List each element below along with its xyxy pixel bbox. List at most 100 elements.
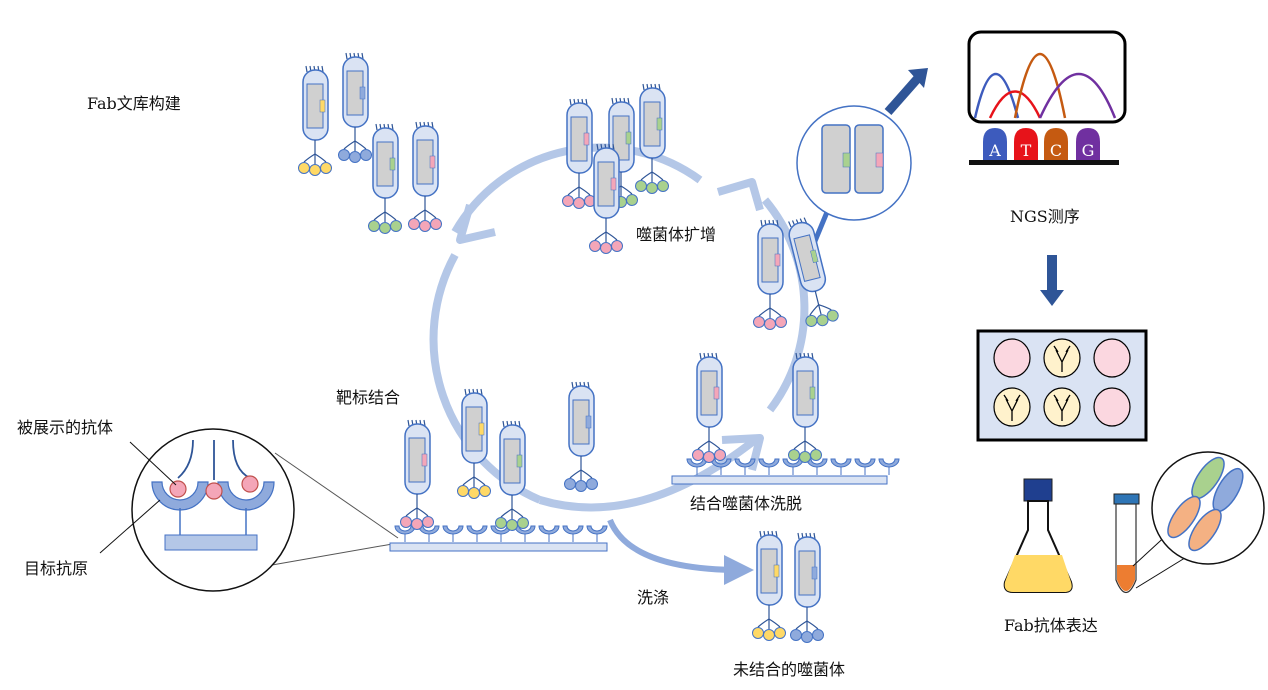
- antibody-fragment: [788, 449, 800, 461]
- phage: [298, 65, 332, 176]
- arrow-to-sequencing-head: [908, 68, 928, 88]
- antibody-fragment: [479, 485, 491, 497]
- antibody-fragment: [422, 516, 434, 528]
- antibody-fragment: [573, 197, 585, 209]
- well-empty: [1093, 338, 1131, 378]
- antibody-fragment: [506, 519, 518, 531]
- antibody-fragment: [400, 516, 412, 528]
- arrow-to-sequencing: [884, 75, 922, 115]
- surface-plate: [389, 542, 608, 552]
- phage: [495, 420, 529, 531]
- phage: [589, 143, 623, 254]
- fab-zoom-circle: [1151, 451, 1265, 565]
- label-target-antigen: 目标抗原: [24, 559, 88, 578]
- cycle-arc-right: [761, 197, 809, 413]
- well-plate: [976, 329, 1148, 442]
- base-letter-T: T: [1021, 141, 1032, 160]
- flask-liquid: [1004, 555, 1072, 592]
- base-badge-T: [1014, 128, 1038, 160]
- wash-arrow: [607, 518, 754, 585]
- antibody-fragment: [430, 218, 442, 230]
- tube-liquid: [1117, 565, 1135, 591]
- antibody-fragment: [408, 218, 420, 230]
- base-letter-G: G: [1082, 141, 1095, 160]
- phage: [457, 388, 491, 499]
- antibody-fragment: [635, 180, 647, 192]
- antibody-fragment: [753, 316, 765, 328]
- phage: [408, 121, 442, 232]
- antibody-fragment: [411, 518, 423, 530]
- sequencing-chromatogram: A T C G: [967, 30, 1127, 165]
- phage: [635, 83, 669, 194]
- antibody-fragment: [589, 240, 601, 252]
- label-unbound-phage: 未结合的噬菌体: [733, 660, 845, 679]
- peak-C: [1013, 52, 1067, 119]
- antibody-fragment: [703, 451, 715, 463]
- flask-cap: [1023, 478, 1053, 502]
- antibody-fragment: [468, 487, 480, 499]
- base-badge-G: [1076, 128, 1100, 160]
- surface-plate: [671, 475, 888, 485]
- antibody-fragment: [320, 162, 332, 174]
- label-elute-bound: 结合噬菌体洗脱: [690, 494, 802, 513]
- well-colony: [1043, 338, 1081, 378]
- antigen-cup: [538, 525, 560, 535]
- label-library-build: Fab文库构建: [87, 94, 181, 113]
- antibody-fragment: [799, 451, 811, 463]
- antibody-fragment: [692, 449, 704, 461]
- label-ngs: NGS测序: [1010, 207, 1080, 226]
- peak-A: [973, 72, 1020, 119]
- label-displayed-antibody: 被展示的抗体: [17, 418, 113, 437]
- base-badge-C: [1044, 128, 1068, 160]
- antibody-icon: [1003, 345, 1071, 421]
- antigen-cup: [734, 458, 756, 468]
- chromatogram-frame: [967, 30, 1127, 124]
- binding-surface: [389, 525, 608, 552]
- antibody-fragment: [368, 220, 380, 232]
- cycle-arrowhead-right: [716, 178, 764, 212]
- antibody-fragment: [657, 180, 669, 192]
- well-colony: [1043, 387, 1081, 427]
- antigen-cup: [514, 525, 536, 535]
- antigen-cup: [466, 525, 488, 535]
- antibody-fragment: [752, 627, 764, 639]
- antibody-fragment: [812, 629, 824, 641]
- antibody-fragment: [390, 220, 402, 232]
- antigen-cup: [217, 481, 275, 511]
- antibody-fragment: [309, 164, 321, 176]
- phage: [752, 530, 786, 641]
- antibody-fragment: [562, 195, 574, 207]
- antibody-fragment: [775, 316, 787, 328]
- antigen-cup: [562, 525, 584, 535]
- antigen-cup: [758, 458, 780, 468]
- antibody-fragment: [517, 517, 529, 529]
- antibody-fragment: [790, 629, 802, 641]
- antibody-fragment: [646, 182, 658, 194]
- label-wash: 洗涤: [637, 588, 669, 607]
- label-target-binding: 靶标结合: [336, 388, 400, 407]
- tube-cap: [1113, 493, 1140, 505]
- antigen-cup: [710, 458, 732, 468]
- antibody-fragment: [564, 478, 576, 490]
- antibody-fragment: [600, 242, 612, 254]
- antigen-cup: [878, 458, 900, 468]
- label-phage-amplify: 噬菌体扩增: [636, 225, 716, 244]
- phage: [753, 219, 787, 330]
- phage: [790, 532, 824, 643]
- phage: [368, 123, 402, 234]
- antibody-fragment: [774, 627, 786, 639]
- antibody-fragment: [457, 485, 469, 497]
- base-badge-A: [983, 128, 1007, 160]
- antibody-fragment: [801, 631, 813, 643]
- elution-surface: [671, 458, 900, 485]
- antibody-fragment: [338, 149, 350, 161]
- phage: [788, 217, 839, 327]
- antibody-fragment: [495, 517, 507, 529]
- antibody-fragment: [349, 151, 361, 163]
- antibody-fragment: [810, 449, 822, 461]
- cycle-arc-top: [451, 143, 703, 234]
- antigen-cup: [830, 458, 852, 468]
- label-fab-expression: Fab抗体表达: [1004, 616, 1098, 635]
- antibody-fragment: [241, 475, 259, 493]
